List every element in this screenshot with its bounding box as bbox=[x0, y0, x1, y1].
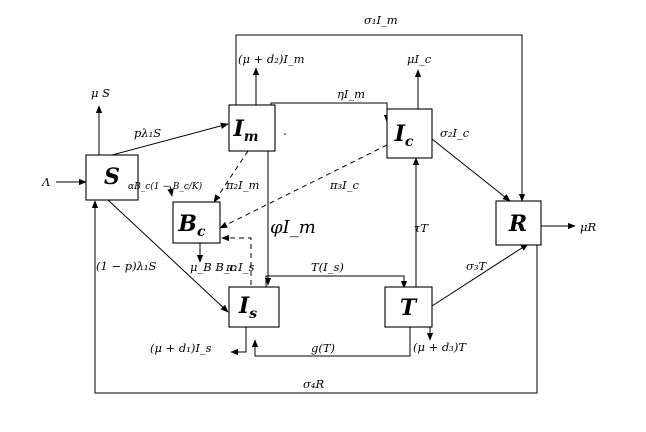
label-eta-Im: ηI_m bbox=[337, 87, 365, 101]
arrow-T-to-R bbox=[431, 243, 529, 307]
svg-text:Im: Im bbox=[232, 116, 258, 145]
node-T: T bbox=[384, 286, 433, 328]
svg-text:S: S bbox=[104, 164, 120, 190]
label-Lambda: Λ bbox=[41, 175, 50, 189]
arrow-Ic-to-R bbox=[431, 138, 511, 202]
label-phi-Im: φI_m bbox=[270, 217, 316, 238]
label-sigma1-Im: σ₁I_m bbox=[364, 13, 398, 27]
arrow-Is-to-T bbox=[265, 275, 408, 289]
arrow-Is-to-Bc bbox=[221, 234, 252, 285]
arrow-S-to-Im bbox=[111, 122, 229, 156]
svg-text:R: R bbox=[508, 211, 527, 237]
arrow-Im-to-Ic bbox=[270, 102, 391, 123]
svg-text:Is: Is bbox=[238, 293, 257, 322]
label-one-minus-p-lambda1-S: (1 − p)λ₁S bbox=[96, 259, 156, 273]
arrow-Ic-to-Bc bbox=[219, 144, 388, 229]
node-Ic: Ic bbox=[386, 108, 433, 159]
label-mu-d1-Is: (μ + d₁)I_s bbox=[150, 341, 212, 355]
label-sigma4-R: σ₄R bbox=[303, 377, 324, 391]
node-Im: Im bbox=[228, 104, 276, 152]
label-mu-Ic: μI_c bbox=[407, 52, 432, 66]
svg-text:Ic: Ic bbox=[394, 121, 414, 150]
svg-text:Bc: Bc bbox=[177, 211, 206, 240]
arrow-Is-death bbox=[230, 327, 247, 356]
label-pi3-Ic: π₃I_c bbox=[329, 178, 359, 192]
label-mu-d2-Im: (μ + d₂)I_m bbox=[238, 52, 305, 66]
node-R: R bbox=[495, 200, 542, 246]
label-sigma3-T: σ₃T bbox=[466, 259, 487, 273]
node-S: S bbox=[85, 154, 139, 201]
node-Bc: Bc bbox=[172, 201, 221, 244]
label-alpha-Bc: αB_c(1 − B_c/K) bbox=[128, 181, 203, 192]
label-mu-S: μ S bbox=[91, 86, 110, 100]
arrow-S-to-Is bbox=[107, 199, 229, 313]
arrow-T-to-Is bbox=[251, 326, 411, 357]
label-mu-R: μR bbox=[580, 220, 596, 234]
label-g-T: g(T) bbox=[311, 341, 335, 355]
arrow-Im-to-R-sigma1 bbox=[235, 34, 526, 202]
arrow-R-to-S bbox=[91, 200, 538, 394]
label-pi1-Is: π₁I_s bbox=[225, 260, 254, 274]
stray-dot bbox=[284, 133, 286, 135]
label-mu-d3-T: (μ + d₃)T bbox=[413, 340, 467, 354]
label-T-of-Is: T(I_s) bbox=[311, 260, 344, 274]
arrow-Bc-logistic-growth bbox=[167, 185, 174, 197]
label-muB-Bc: μ_B B_c bbox=[190, 260, 237, 274]
label-tau-T: τT bbox=[414, 221, 429, 235]
node-Is: Is bbox=[228, 286, 280, 328]
svg-text:T: T bbox=[400, 295, 418, 321]
label-sigma2-Ic: σ₂I_c bbox=[440, 126, 470, 140]
label-pi2-Im: π₂I_m bbox=[225, 178, 259, 192]
label-p-lambda1-S: pλ₁S bbox=[134, 126, 161, 140]
arrow-Im-to-Bc bbox=[213, 150, 249, 203]
